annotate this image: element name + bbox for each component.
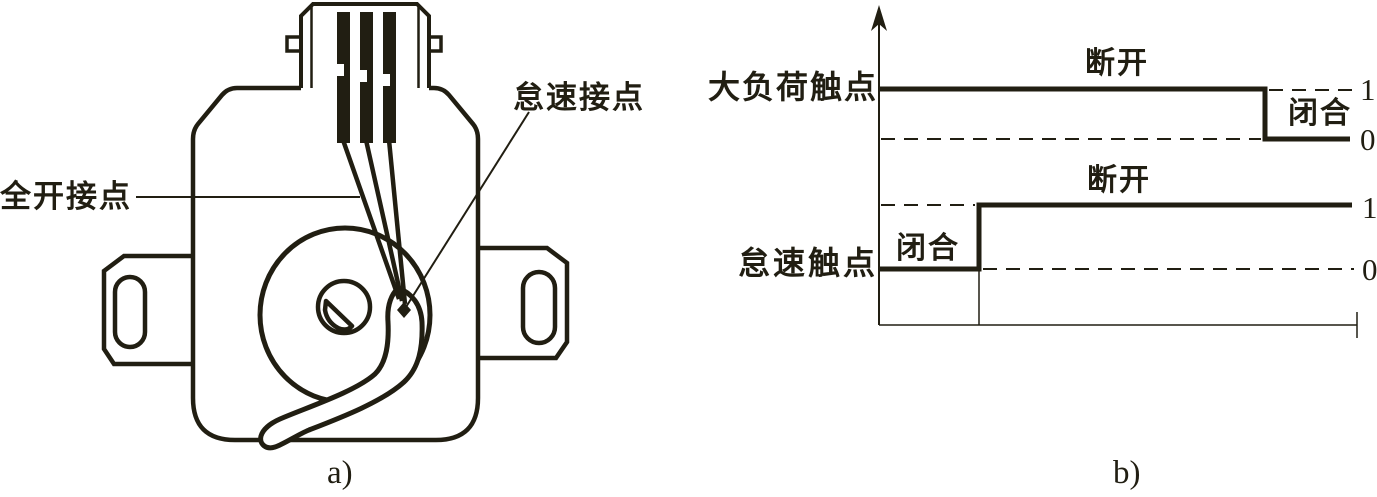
timing-diagram: [871, 5, 1358, 338]
connector-pins: [337, 12, 396, 143]
high-load-waveform: [879, 86, 1356, 142]
level-label-one-bottom: 1: [1362, 190, 1377, 225]
label-full-open-contact: 全开接点: [0, 179, 132, 214]
sensor-drawing: [101, 2, 570, 451]
mounting-ear-right: [478, 245, 570, 361]
level-label-zero-bottom: 0: [1362, 252, 1377, 287]
caption-panel-a: a): [327, 455, 353, 491]
level-label-zero-top: 0: [1360, 122, 1376, 157]
label-idle-contact: 怠速接点: [513, 80, 645, 115]
ear-slot-right: [520, 269, 558, 346]
lever-arm: [258, 285, 425, 451]
label-high-load-contact-row: 大负荷触点: [707, 69, 878, 105]
label-closed-state-top: 闭合: [1288, 97, 1352, 130]
label-open-state-bottom: 断开: [1087, 164, 1151, 197]
y-axis-arrowhead: [871, 5, 887, 31]
wiper-traces: [340, 139, 408, 305]
shaft-key-wedge: [322, 298, 355, 332]
ear-slot-left: [112, 274, 148, 350]
mounting-ear-left: [101, 253, 193, 367]
level-label-one-top: 1: [1360, 72, 1376, 107]
label-closed-state-bottom: 闭合: [896, 232, 960, 265]
idle-waveform: [879, 202, 1354, 272]
caption-panel-b: b): [1113, 455, 1141, 491]
label-idle-contact-row: 怠速触点: [737, 245, 878, 281]
connector: [285, 2, 443, 143]
leader-idle-contact: [405, 111, 530, 308]
label-open-state-top: 断开: [1085, 47, 1149, 80]
